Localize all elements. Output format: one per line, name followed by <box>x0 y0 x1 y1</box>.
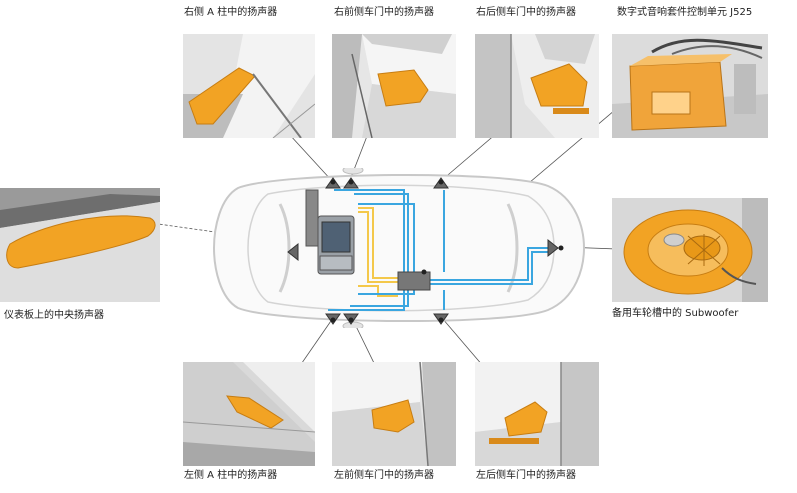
panel-left-a-pillar <box>183 362 315 466</box>
label-left-rear-door: 左后侧车门中的扬声器 <box>476 470 576 481</box>
panel-right-front-door <box>332 34 456 138</box>
panel-left-rear-door <box>475 362 599 466</box>
car-topview <box>212 168 586 328</box>
label-left-front-door: 左前侧车门中的扬声器 <box>334 470 434 481</box>
panel-dashboard-center <box>0 188 160 302</box>
panel-subwoofer <box>612 198 768 302</box>
panel-right-a-pillar <box>183 34 315 138</box>
label-right-a-pillar: 右侧 A 柱中的扬声器 <box>184 7 278 18</box>
label-dashboard-center: 仪表板上的中央扬声器 <box>4 310 104 321</box>
label-control-unit: 数字式音响套件控制单元 J525 <box>617 7 753 18</box>
label-subwoofer: 备用车轮槽中的 Subwoofer <box>612 308 739 319</box>
panel-right-rear-door <box>475 34 599 138</box>
label-right-rear-door: 右后侧车门中的扬声器 <box>476 7 576 18</box>
label-right-front-door: 右前侧车门中的扬声器 <box>334 7 434 18</box>
label-left-a-pillar: 左侧 A 柱中的扬声器 <box>184 470 278 481</box>
panel-control-unit <box>612 34 768 138</box>
panel-left-front-door <box>332 362 456 466</box>
